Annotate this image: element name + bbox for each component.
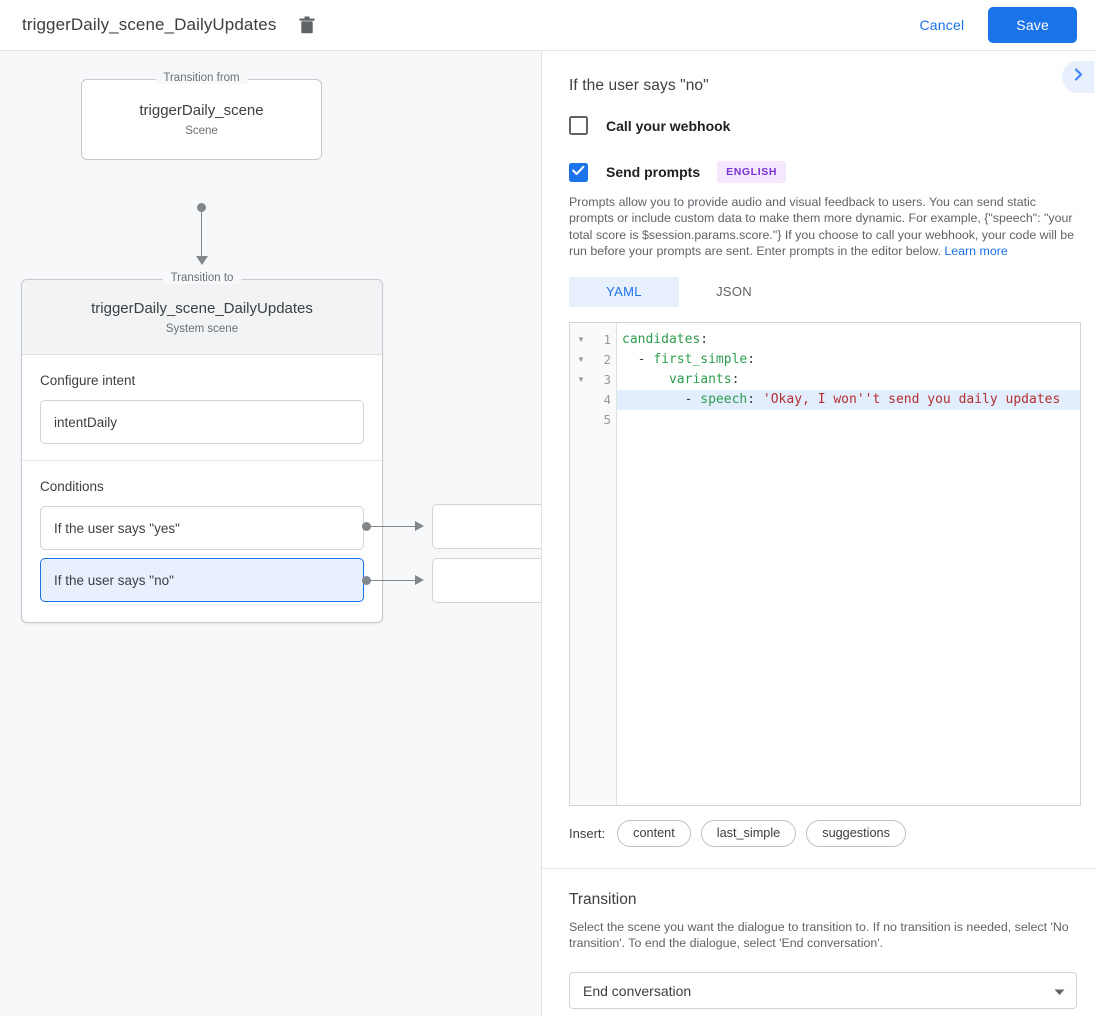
detail-panel: If the user says "no" Call your webhook xyxy=(542,51,1097,1016)
transition-description: Select the scene you want the dialogue t… xyxy=(569,919,1069,951)
format-tabs: YAML JSON xyxy=(569,276,1097,307)
connector-arrow-right-no-icon xyxy=(415,575,424,585)
check-icon xyxy=(572,163,585,181)
condition-item-no[interactable]: If the user says "no" xyxy=(40,558,364,602)
connector-dot-from xyxy=(197,203,206,212)
transition-to-subtitle: System scene xyxy=(165,322,239,335)
connector-dot-condition-yes xyxy=(362,521,371,531)
conditions-label: Conditions xyxy=(40,479,104,494)
line-number: 5 xyxy=(603,411,611,427)
webhook-row[interactable]: Call your webhook xyxy=(542,116,1097,135)
transition-from-legend: Transition from xyxy=(155,72,248,84)
send-prompts-row[interactable]: Send prompts ENGLISH xyxy=(542,161,1097,183)
fold-arrow-4 xyxy=(570,390,592,410)
expand-panel-button[interactable] xyxy=(1062,61,1094,93)
top-app-bar: triggerDaily_scene_DailyUpdates Cancel S… xyxy=(0,0,1097,51)
transition-from-title: triggerDaily_scene xyxy=(139,102,264,119)
code-line-1: candidates: xyxy=(622,331,709,347)
prompts-help-text: Prompts allow you to provide audio and v… xyxy=(569,194,1077,260)
webhook-checkbox[interactable] xyxy=(569,116,588,135)
connector-line-yes xyxy=(370,525,417,527)
delete-button[interactable] xyxy=(292,10,322,40)
webhook-label: Call your webhook xyxy=(606,117,731,134)
configure-intent-label: Configure intent xyxy=(40,373,136,388)
connector-line-vertical xyxy=(201,208,203,258)
condition-item-yes[interactable]: If the user says "yes" xyxy=(40,506,364,550)
fold-arrow-1[interactable]: ▼ xyxy=(577,334,585,344)
insert-row: Insert: content last_simple suggestions xyxy=(569,819,1097,847)
tab-json[interactable]: JSON xyxy=(716,284,752,300)
editor-fold-gutter: ▼ ▼ ▼ xyxy=(570,322,592,805)
target-node-yes[interactable] xyxy=(432,504,541,549)
prompts-help-body: Prompts allow you to provide audio and v… xyxy=(569,195,1075,259)
insert-chip-last-simple[interactable]: last_simple xyxy=(700,819,797,847)
transition-from-node[interactable]: Transition from triggerDaily_scene Scene xyxy=(81,72,322,160)
transition-from-subtitle: Scene xyxy=(185,125,218,137)
fold-arrow-5 xyxy=(570,410,592,430)
line-number: 2 xyxy=(603,351,611,367)
code-line-4: - speech: 'Okay, I won''t send you daily… xyxy=(617,389,1080,410)
code-line-2: - first_simple: xyxy=(622,351,756,367)
configure-intent-section: Configure intent intentDaily xyxy=(22,355,382,460)
detail-title: If the user says "no" xyxy=(569,77,709,94)
section-divider xyxy=(542,867,1097,869)
language-badge: ENGLISH xyxy=(717,161,786,183)
conditions-section: Conditions If the user says "yes" If the… xyxy=(22,460,382,618)
fold-arrow-3[interactable]: ▼ xyxy=(577,374,585,384)
transition-to-node: Transition to triggerDaily_scene_DailyUp… xyxy=(21,272,383,623)
line-number: 4 xyxy=(603,391,611,407)
transition-to-legend: Transition to xyxy=(162,272,242,284)
caret-down-icon xyxy=(1054,983,1065,999)
chevron-right-icon xyxy=(1072,68,1085,86)
transition-to-title: triggerDaily_scene_DailyUpdates xyxy=(91,299,313,317)
fold-arrow-2[interactable]: ▼ xyxy=(577,354,585,364)
connector-dot-condition-no xyxy=(362,575,371,585)
transition-select-value: End conversation xyxy=(583,982,692,999)
connector-arrow-right-yes-icon xyxy=(415,521,424,531)
insert-chip-content[interactable]: content xyxy=(617,819,691,847)
scene-graph-panel: Transition from triggerDaily_scene Scene… xyxy=(0,51,542,1016)
line-number: 3 xyxy=(603,371,611,387)
save-button[interactable]: Save xyxy=(988,7,1077,43)
intent-field[interactable]: intentDaily xyxy=(40,400,364,444)
connector-line-no xyxy=(370,579,417,581)
insert-chip-suggestions[interactable]: suggestions xyxy=(806,819,906,847)
line-number: 1 xyxy=(603,331,611,347)
connector-arrow-down-icon xyxy=(196,256,208,265)
tab-yaml[interactable]: YAML xyxy=(569,276,679,307)
insert-label: Insert: xyxy=(569,825,606,841)
page-title: triggerDaily_scene_DailyUpdates xyxy=(22,15,277,34)
trash-icon xyxy=(299,16,315,34)
code-line-5 xyxy=(617,410,1080,430)
editor-line-numbers: 1 2 3 4 5 xyxy=(592,322,617,805)
cancel-button[interactable]: Cancel xyxy=(919,17,965,33)
detail-header: If the user says "no" xyxy=(542,51,1097,95)
code-line-3: variants: xyxy=(668,371,740,387)
transition-to-header[interactable]: triggerDaily_scene_DailyUpdates System s… xyxy=(22,280,382,355)
transition-select[interactable]: End conversation xyxy=(569,972,1077,1010)
send-prompts-label: Send prompts xyxy=(606,164,701,180)
prompt-code-editor[interactable]: ▼ ▼ ▼ 1 2 3 4 5 candidates: - first_simp… xyxy=(569,321,1081,806)
transition-section: Transition Select the scene you want the… xyxy=(542,869,1097,1010)
transition-title: Transition xyxy=(569,890,637,908)
learn-more-link[interactable]: Learn more xyxy=(944,244,1008,259)
editor-code-area[interactable]: candidates: - first_simple: variants: - … xyxy=(617,323,1080,805)
target-node-no[interactable] xyxy=(432,558,541,603)
main-layout: Transition from triggerDaily_scene Scene… xyxy=(0,51,1097,1016)
send-prompts-checkbox[interactable] xyxy=(569,162,588,182)
